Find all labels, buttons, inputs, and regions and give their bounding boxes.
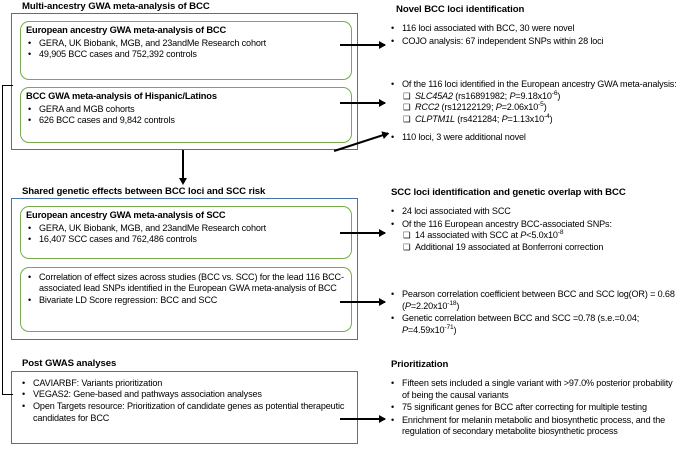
outer-box-post-gwas: • CAVIARBF: Variants prioritization • VE…	[11, 371, 358, 444]
list-item: • COJO analysis: 67 independent SNPs wit…	[391, 35, 604, 46]
bullet-icon: •	[391, 218, 395, 229]
bullet-icon: •	[22, 389, 26, 400]
right-list-correlation-results: • Pearson correlation coefficient betwee…	[391, 288, 681, 336]
bullet-icon: •	[22, 401, 26, 412]
arrow-to-prioritization	[340, 415, 386, 422]
list-item: • Genetic correlation between BCC and SC…	[391, 313, 640, 335]
bullet-icon: •	[391, 402, 395, 413]
box-heading: BCC GWA meta-analysis of Hispanic/Latino…	[26, 91, 217, 101]
list-item: • GERA, UK Biobank, MGB, and 23andMe Res…	[28, 37, 267, 48]
list-item: • VEGAS2: Gene-based and pathways associ…	[22, 389, 262, 400]
box-heading: European ancestry GWA meta-analysis of S…	[26, 210, 226, 220]
bullet-icon: •	[28, 115, 32, 126]
box-heading: European ancestry GWA meta-analysis of B…	[26, 25, 227, 35]
list-item-sub: ❑ CLPTM1L (rs421284; P=1.13x10-4)	[403, 112, 553, 124]
list-item: • GERA, UK Biobank, MGB, and 23andMe Res…	[28, 222, 267, 233]
bullet-icon: •	[391, 414, 395, 425]
bullet-icon: •	[391, 23, 395, 33]
list-item: • 75 significant genes for BCC after cor…	[391, 402, 647, 413]
square-bullet-icon: ❑	[403, 241, 411, 252]
green-box-hispanic-bcc: BCC GWA meta-analysis of Hispanic/Latino…	[20, 87, 352, 143]
list-item: • CAVIARBF: Variants prioritization	[22, 377, 163, 388]
section-title-shared-effects: Shared genetic effects between BCC loci …	[22, 186, 266, 197]
list-item-sub: ❑ Additional 19 associated at Bonferroni…	[403, 241, 604, 252]
bullet-icon: •	[28, 103, 32, 114]
bullet-icon: •	[28, 271, 32, 282]
bullet-icon: •	[391, 378, 395, 388]
list-item: • Of the 116 loci identified in the Euro…	[391, 79, 677, 89]
list-item: • 110 loci, 3 were additional novel	[391, 132, 526, 143]
bullet-icon: •	[28, 49, 32, 60]
section-title-multi-ancestry: Multi-ancestry GWA meta-analysis of BCC	[22, 1, 210, 12]
list-item-sub: ❑ RCC2 (rs12122129; P=2.06x10-5)	[403, 101, 547, 113]
green-box-european-scc: European ancestry GWA meta-analysis of S…	[20, 206, 352, 259]
list-item: • Of the 116 European ancestry BCC-assoc…	[391, 218, 612, 229]
green-box-correlation: • Correlation of effect sizes across stu…	[20, 267, 352, 332]
right-title-scc-loci: SCC loci identification and genetic over…	[391, 187, 626, 198]
arrow-to-scc-loci	[340, 229, 386, 236]
bullet-icon: •	[391, 313, 395, 324]
list-item: • 16,407 SCC cases and 762,486 controls	[28, 234, 197, 245]
arrow-down-to-shared-effects	[179, 150, 186, 185]
list-item-sub: ❑ 14 associated with SCC at P<5.0x10-8	[403, 229, 564, 241]
outer-box-shared-effects: European ancestry GWA meta-analysis of S…	[11, 198, 358, 340]
square-bullet-icon: ❑	[403, 113, 411, 124]
bullet-icon: •	[391, 79, 395, 89]
list-item-sub: ❑ SLC45A2 (rs16891982; P=9.18x10-6)	[403, 89, 561, 101]
square-bullet-icon: ❑	[403, 102, 411, 113]
list-item: • Fifteen sets included a single variant…	[391, 378, 673, 400]
list-item: • 116 loci associated with BCC, 30 were …	[391, 23, 575, 33]
bullet-icon: •	[391, 35, 395, 46]
right-title-novel-bcc-loci: Novel BCC loci identification	[396, 4, 525, 15]
square-bullet-icon: ❑	[403, 230, 411, 241]
arrow-to-correlation-results	[340, 298, 386, 305]
right-list-scc-loci: • 24 loci associated with SCC • Of the 1…	[391, 205, 681, 253]
bullet-icon: •	[391, 132, 395, 143]
arrow-to-novel-bcc-loci	[340, 41, 386, 48]
bullet-icon: •	[391, 289, 395, 299]
bullet-icon: •	[28, 294, 32, 305]
section-title-post-gwas: Post GWAS analyses	[22, 358, 117, 369]
list-item: • Open Targets resource: Prioritization …	[22, 401, 345, 423]
bullet-icon: •	[28, 37, 32, 48]
arrow-to-novel-bcc-loci-2	[340, 99, 386, 106]
list-item: • 49,905 BCC cases and 752,392 controls	[28, 49, 197, 60]
right-list-novel-bcc-loci: • 116 loci associated with BCC, 30 were …	[391, 22, 681, 47]
right-list-novel-bcc-loci-2: • Of the 116 loci identified in the Euro…	[391, 78, 681, 144]
bullet-icon: •	[391, 206, 395, 216]
outer-box-multi-ancestry: European ancestry GWA meta-analysis of B…	[11, 13, 358, 150]
list-item: • Correlation of effect sizes across stu…	[28, 271, 344, 293]
right-list-prioritization: • Fifteen sets included a single variant…	[391, 377, 681, 438]
square-bullet-icon: ❑	[403, 90, 411, 101]
list-item: • 24 loci associated with SCC	[391, 206, 511, 216]
right-title-prioritization: Prioritization	[391, 359, 449, 370]
list-item: • Bivariate LD Score regression: BCC and…	[28, 294, 218, 305]
bullet-icon: •	[28, 234, 32, 245]
list-item: • GERA and MGB cohorts	[28, 103, 135, 114]
green-box-european-bcc: European ancestry GWA meta-analysis of B…	[20, 21, 352, 80]
bullet-icon: •	[28, 222, 32, 233]
list-item: • Enrichment for melanin metabolic and b…	[391, 414, 666, 437]
bullet-icon: •	[22, 377, 26, 388]
list-item: • Pearson correlation coefficient betwee…	[391, 289, 675, 311]
list-item: • 626 BCC cases and 9,842 controls	[28, 115, 175, 126]
